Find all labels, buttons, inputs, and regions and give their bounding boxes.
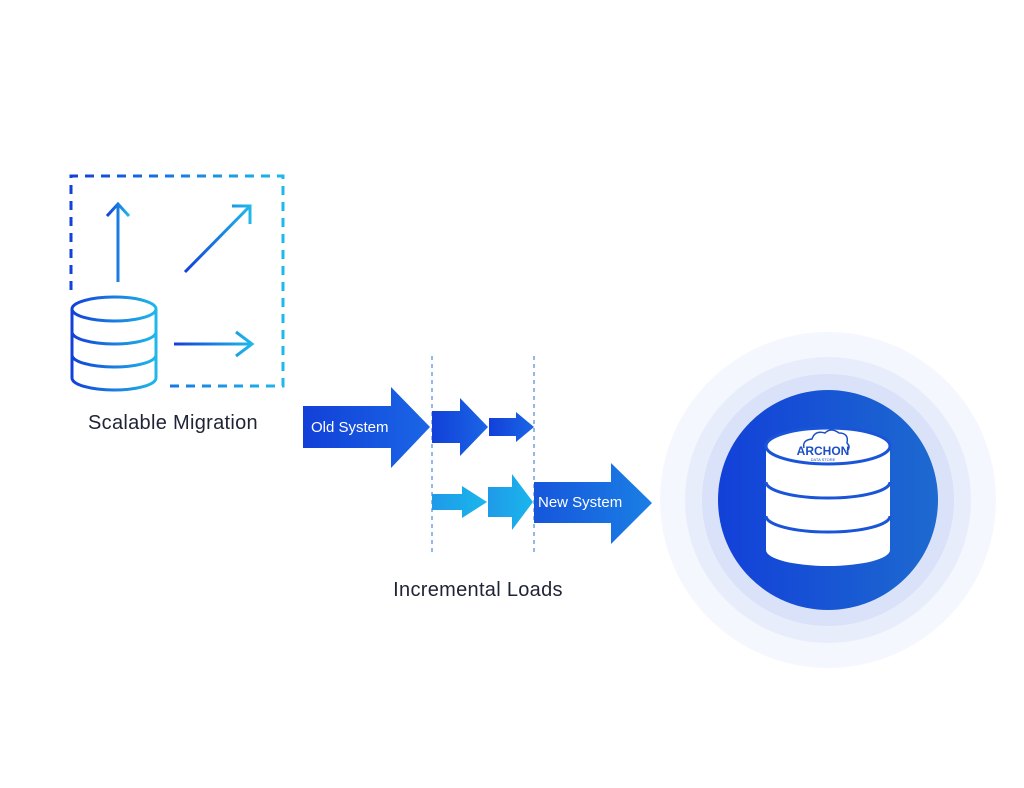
new-system-arrow <box>534 463 652 544</box>
arrow-right-icon <box>174 330 255 358</box>
increment-arrow <box>489 412 534 442</box>
old-system-arrow <box>303 387 430 468</box>
increment-arrow <box>488 474 533 530</box>
arrow-diagonal-icon <box>183 204 252 274</box>
archon-logo: ARCHON DATA STORE <box>797 429 850 462</box>
dashed-boundary <box>69 174 285 388</box>
scalable-migration-label: Scalable Migration <box>88 412 258 434</box>
database-icon <box>70 295 158 392</box>
logo-text: ARCHON <box>797 444 850 458</box>
database-icon <box>764 426 892 566</box>
new-system-label: New System <box>538 494 623 511</box>
increment-arrow <box>432 398 488 456</box>
arrow-up-icon <box>105 201 131 282</box>
increment-arrow <box>432 486 487 518</box>
old-system-label: Old System <box>311 419 389 436</box>
incremental-loads-label: Incremental Loads <box>393 579 563 601</box>
scalable-migration-icon <box>69 174 285 392</box>
logo-subtext: DATA STORE <box>811 457 836 462</box>
archon-database-badge: ARCHON DATA STORE <box>660 332 996 668</box>
